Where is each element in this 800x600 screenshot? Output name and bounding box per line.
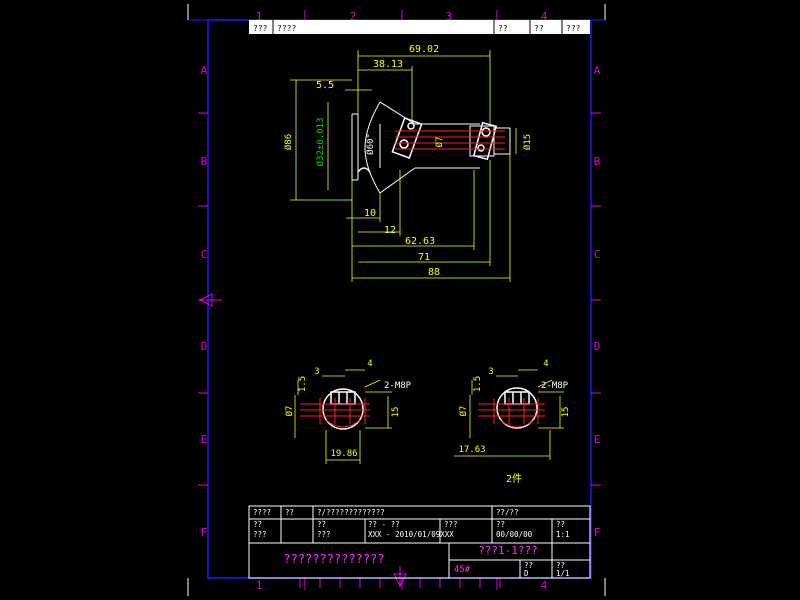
tb-r1-c3: ?/????????????? <box>317 508 385 517</box>
dim-angle-60: Ø60° <box>365 133 376 155</box>
right-dim-dia-7: Ø7 <box>458 406 469 417</box>
row-label-left-e: E <box>201 433 208 446</box>
row-label-left-c: C <box>201 248 208 261</box>
dim-dia-32-tol: Ø32±0.013 <box>315 118 326 167</box>
tb-r2a-c1: ?? <box>253 520 262 529</box>
part-title: ???1-1??? <box>478 544 538 557</box>
top-strip-cell-2: ???? <box>277 24 296 33</box>
row-label-right-f: F <box>594 526 601 539</box>
main-view: 69.02 38.13 5.5 10 12 62.63 71 88 Ø86 Ø3… <box>283 44 533 282</box>
left-dim-1-5: 1.5 <box>298 376 308 392</box>
drawing-frame: 1 2 3 4 1 4 A B C D E F A B C D E F <box>187 4 606 596</box>
left-dim-dia-7: Ø7 <box>284 406 295 417</box>
tb-r2b-c1: ??? <box>253 530 267 539</box>
tb-r2b-c5: 1:1 <box>556 530 570 539</box>
left-dim-4: 4 <box>367 359 372 369</box>
dim-dia-86: Ø86 <box>283 134 294 150</box>
left-section-view: 3 4 1.5 2-M8P Ø7 15 19.86 <box>284 359 412 464</box>
row-label-right-e: E <box>594 433 601 446</box>
tb-r4-c2: D <box>524 569 529 578</box>
col-label-top-4: 4 <box>541 10 548 23</box>
part-outline <box>351 101 511 194</box>
right-dim-1-5: 1.5 <box>473 376 483 392</box>
right-dim-2-m8p: 2-M8P <box>541 381 569 391</box>
right-dim-15: 15 <box>561 407 571 418</box>
tb-r2a-c5: ?? <box>496 520 505 529</box>
row-label-right-d: D <box>594 340 601 353</box>
row-labels: A B C D E F A B C D E F <box>201 64 601 539</box>
row-label-left-d: D <box>201 340 208 353</box>
row-label-left-a: A <box>201 64 208 77</box>
row-ticks <box>198 112 601 486</box>
col-label-top-1: 1 <box>256 10 263 23</box>
tb-r2b-c2: ??? <box>317 530 331 539</box>
left-dim-19-86: 19.86 <box>330 449 357 459</box>
row-label-right-a: A <box>594 64 601 77</box>
right-dim-17-63: 17.63 <box>458 445 485 455</box>
dimension-lines <box>290 50 517 282</box>
dim-10: 10 <box>364 208 376 219</box>
top-strip-cell-3: ?? <box>498 24 508 33</box>
quantity-note: 2件 <box>506 473 522 485</box>
col-label-top-2: 2 <box>350 10 357 23</box>
left-dim-3: 3 <box>314 367 319 377</box>
row-label-right-b: B <box>594 155 601 168</box>
column-labels: 1 2 3 4 1 4 <box>256 10 548 592</box>
vertical-dimension-texts: Ø86 Ø32±0.013 Ø60° Ø7 Ø15 <box>283 118 533 167</box>
col-label-top-3: 3 <box>446 10 453 23</box>
tb-r2a-c2: ?? <box>317 520 326 529</box>
dim-38-13: 38.13 <box>373 59 403 70</box>
col-label-bottom-1: 1 <box>256 579 263 592</box>
dim-69-02: 69.02 <box>409 44 439 55</box>
tb-r2a-c4: ??? <box>444 520 458 529</box>
left-dim-15: 15 <box>391 407 401 418</box>
centerlines <box>395 130 505 150</box>
dim-88: 88 <box>428 267 440 278</box>
dim-71: 71 <box>418 252 430 263</box>
column-ticks <box>304 10 498 590</box>
top-strip-cell-4: ?? <box>534 24 544 33</box>
tb-r2a-c6: ?? <box>556 520 565 529</box>
col-label-bottom-4: 4 <box>541 579 548 592</box>
tb-r1-c2: ?? <box>285 508 294 517</box>
tb-r2b-c4: 00/00/00 <box>496 530 533 539</box>
tb-r4-c1: ?? <box>524 561 533 570</box>
dim-dia-7: Ø7 <box>434 137 445 148</box>
row-label-right-c: C <box>594 248 601 261</box>
dim-5-5: 5.5 <box>316 80 334 91</box>
inner-frame <box>207 19 592 579</box>
row-label-left-f: F <box>201 526 208 539</box>
tb-r4-c4: 1/1 <box>556 569 570 578</box>
drawing-title: ?????????????? <box>283 552 384 566</box>
right-dim-3: 3 <box>488 367 493 377</box>
dimension-texts: 69.02 38.13 5.5 10 12 62.63 71 88 <box>316 44 440 278</box>
dim-62-63: 62.63 <box>405 236 435 247</box>
tb-r2a-c3: ?? - ?? <box>368 520 400 529</box>
right-section-view: 3 4 1.5 2-M8P Ø7 15 17.63 2件 <box>454 359 571 485</box>
dim-dia-15: Ø15 <box>522 134 533 150</box>
title-block: ???? ?? ?/????????????? ??/?? ?? ?? ?? -… <box>248 505 591 579</box>
row-label-left-b: B <box>201 155 208 168</box>
tb-r1-c1: ???? <box>253 508 271 517</box>
tb-r4-c3: ?? <box>556 561 565 570</box>
material: 45# <box>454 565 471 575</box>
tb-r1-c4: ??/?? <box>496 508 519 517</box>
tb-r2b-c3: XXX - 2010/01/09XXX <box>368 530 454 539</box>
top-strip-cell-5: ??? <box>566 24 581 33</box>
top-strip-cell-1: ??? <box>253 24 268 33</box>
top-strip: ??? ???? ?? ?? ??? <box>249 20 590 34</box>
left-dim-2-m8p: 2-M8P <box>384 381 412 391</box>
dim-12: 12 <box>384 225 396 236</box>
right-dim-4: 4 <box>543 359 548 369</box>
